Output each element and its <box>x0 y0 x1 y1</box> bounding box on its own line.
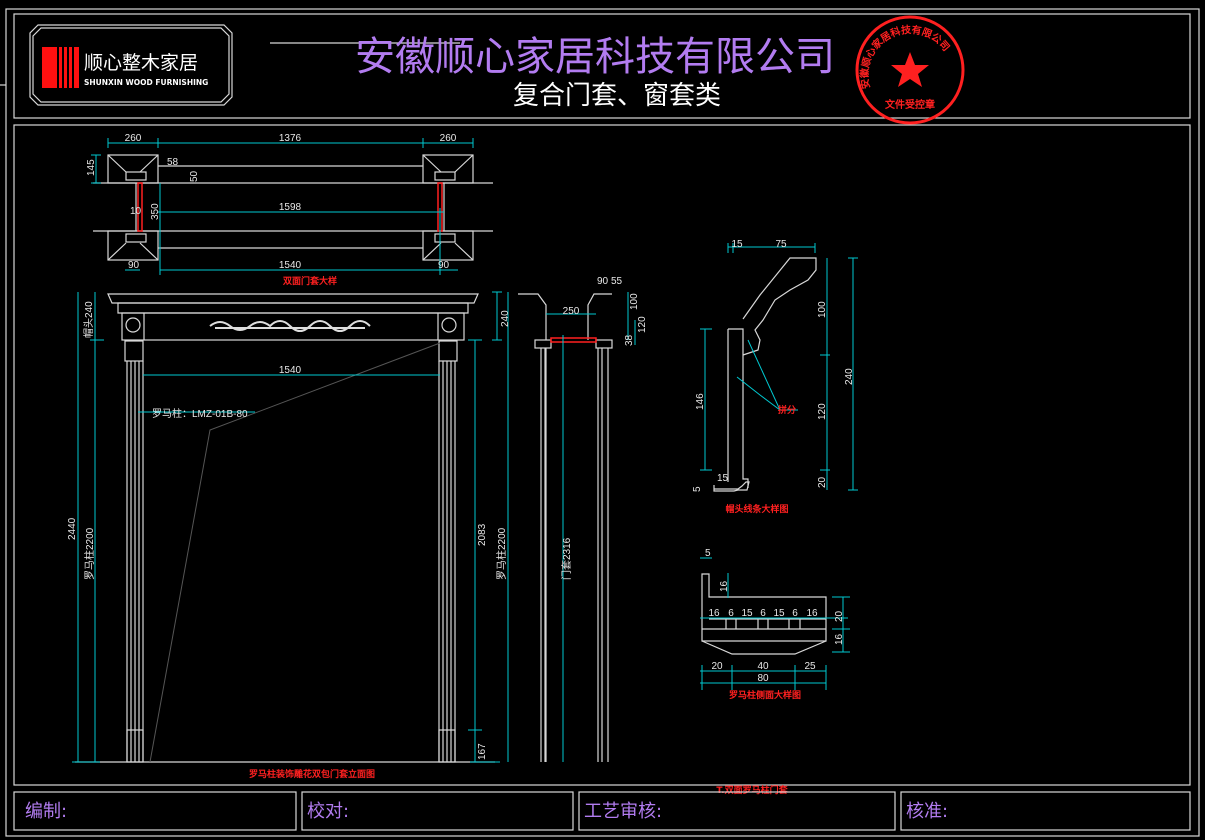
dim-label: 5 <box>692 486 703 492</box>
dim-label: 100 <box>629 293 640 310</box>
logo-text-cn: 顺心整木家居 <box>84 52 198 74</box>
dim-label: 20 <box>834 610 845 622</box>
dim-label: 罗马柱2200 <box>495 527 508 580</box>
dim-label: 6 <box>792 608 798 619</box>
dim-label: 58 <box>167 157 179 168</box>
signature-block: 编制: 校对: 工艺审核: 核准: <box>13 791 1191 831</box>
dim-label: 38 <box>624 334 635 346</box>
column-model-note: 罗马柱：LMZ-01B-80 <box>152 407 248 420</box>
dim-label: 20 <box>711 661 723 672</box>
dim-label: 16 <box>806 608 818 619</box>
dim-label: 120 <box>817 403 828 420</box>
dim-label: 6 <box>760 608 766 619</box>
dim-label: 240 <box>844 368 855 385</box>
approved-by-label: 核准: <box>906 801 948 822</box>
dim-label: 1376 <box>279 133 302 144</box>
star-icon <box>891 52 929 87</box>
drawing-frame <box>13 124 1191 786</box>
dim-label: 15 <box>773 608 785 619</box>
dim-label: 145 <box>86 159 97 176</box>
checked-by-label: 校对: <box>307 801 349 822</box>
dim-label: 10 <box>130 206 142 217</box>
prepared-by-label: 编制: <box>25 801 67 822</box>
dim-label: 80 <box>757 673 769 684</box>
dim-label: 15 <box>741 608 753 619</box>
dim-label: 帽头240 <box>82 301 95 338</box>
dim-label: 250 <box>563 306 580 317</box>
column-detail-view: 5 16 16 6 15 6 15 6 16 20 16 20 40 25 80… <box>700 548 850 701</box>
process-review-label: 工艺审核: <box>584 801 662 822</box>
dim-label: 260 <box>125 133 142 144</box>
drawing-category: 复合门套、窗套类 <box>513 81 721 111</box>
plan-title: 双面门套大样 <box>283 275 337 287</box>
plan-view: 260 1376 260 145 58 50 10 350 1598 90 15… <box>86 133 493 287</box>
column-detail-title: 罗马柱侧面大样图 <box>729 689 801 701</box>
cap-detail-view: 15 75 100 240 146 120 20 15 5 拼分 帽头线条大样图 <box>692 239 858 515</box>
stamp-center-text: 文件受控章 <box>885 98 935 111</box>
dim-label: 240 <box>500 310 511 327</box>
dim-label: 50 <box>189 170 200 182</box>
dim-label: 55 <box>611 276 623 287</box>
dim-label: 2083 <box>477 523 488 546</box>
company-title: 安徽顺心家居科技有限公司 <box>355 34 835 80</box>
logo-text-en: SHUNXIN WOOD FURNISHING <box>84 78 208 87</box>
dim-label: 16 <box>708 608 720 619</box>
dim-label: 16 <box>834 633 845 645</box>
outer-frame <box>5 8 1200 837</box>
elevation-view: 帽头240 1540 2440 罗马柱2200 2083 罗马柱2200 167… <box>67 292 509 780</box>
company-logo: 顺心整木家居 SHUNXIN WOOD FURNISHING <box>29 24 233 106</box>
dim-label: 1598 <box>279 202 302 213</box>
dim-label: 1540 <box>279 365 302 376</box>
logo-mark-icon <box>42 47 79 88</box>
dim-label: 120 <box>637 316 648 333</box>
title-frame <box>13 13 1191 119</box>
dim-label: 罗马柱2200 <box>83 527 96 580</box>
dim-label: 167 <box>477 743 488 760</box>
dim-label: 门套2316 <box>560 537 573 580</box>
dim-label: 146 <box>695 393 706 410</box>
dim-label: 6 <box>728 608 734 619</box>
dim-label: 90 <box>128 260 140 271</box>
dim-label: 350 <box>150 203 161 220</box>
dim-label: 260 <box>440 133 457 144</box>
side-section-view: 240 250 90 55 100 120 38 门套2316 <box>492 276 648 762</box>
company-stamp: 安徽顺心家居科技有限公司 文件受控章 <box>855 15 965 125</box>
dim-label: 20 <box>817 476 828 488</box>
dim-label: 15 <box>717 473 729 484</box>
dim-label: 90 <box>438 260 450 271</box>
dim-label: 1540 <box>279 260 302 271</box>
dim-label: 40 <box>757 661 769 672</box>
drawing-name: T.双面罗马柱门套 <box>716 784 788 796</box>
cap-note: 拼分 <box>778 404 796 416</box>
dim-label: 15 <box>731 239 743 250</box>
dim-label: 2440 <box>67 517 78 540</box>
dim-label: 16 <box>719 580 730 592</box>
dim-label: 90 <box>597 276 609 287</box>
dim-label: 5 <box>705 548 711 559</box>
dim-label: 75 <box>775 239 787 250</box>
carved-ornament <box>209 320 371 332</box>
cap-detail-title: 帽头线条大样图 <box>725 503 788 515</box>
dim-label: 100 <box>817 301 828 318</box>
dim-label: 25 <box>804 661 816 672</box>
elevation-title: 罗马柱装饰雕花双包门套立面图 <box>249 768 375 780</box>
